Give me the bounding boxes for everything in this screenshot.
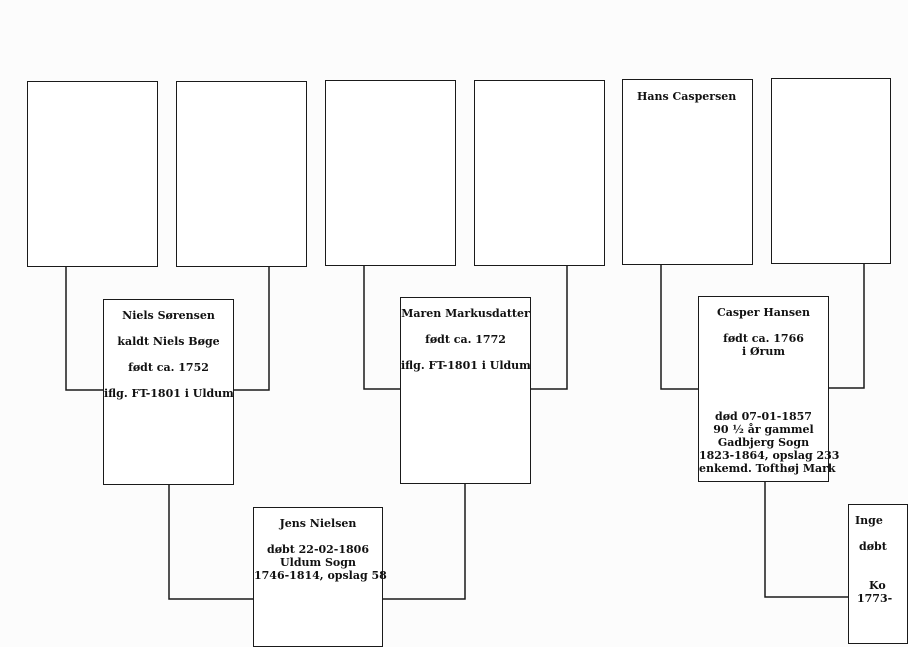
- niels-line-4: født ca. 1752: [128, 361, 209, 374]
- casper-line-1: [699, 319, 828, 332]
- maren-line-0: Maren Markusdatter: [401, 307, 530, 320]
- box-maren-markusdatter: Maren Markusdatter født ca. 1772 iflg. F…: [400, 297, 531, 484]
- box-casper-hansen: Casper Hansen født ca. 1766 i Ørum død 0…: [698, 296, 840, 482]
- casper-line-4: [699, 358, 828, 371]
- inge-line-5: Ko: [869, 579, 886, 592]
- box-gen3-2: [176, 81, 307, 267]
- maren-line-4: iflg. FT-1801 i Uldum: [401, 359, 531, 372]
- connector-maren-parents: [363, 265, 568, 390]
- box-gen3-3: [325, 80, 456, 266]
- inge-line-0: Inge: [855, 514, 883, 527]
- jens-line-3: Uldum Sogn: [280, 556, 356, 569]
- connector-niels-parents: [65, 266, 270, 391]
- casper-line-9: 90 ½ år gammel: [713, 423, 814, 436]
- niels-line-6: iflg. FT-1801 i Uldum: [104, 387, 234, 400]
- connector-jens-parents: [168, 483, 466, 600]
- inge-line-4: [855, 566, 907, 579]
- niels-line-2: kaldt Niels Bøge: [117, 335, 220, 348]
- box-jens-nielsen: Jens Nielsen døbt 22-02-1806 Uldum Sogn …: [253, 507, 387, 647]
- box-inge: Inge døbt Ko 1773-: [848, 504, 908, 644]
- hans-name: Hans Caspersen: [637, 90, 737, 103]
- maren-line-2: født ca. 1772: [425, 333, 506, 346]
- casper-line-2: født ca. 1766: [723, 332, 804, 345]
- niels-line-1: [104, 322, 233, 335]
- casper-line-5: [699, 371, 828, 384]
- jens-line-1: [254, 530, 382, 543]
- casper-line-3: i Ørum: [741, 345, 786, 358]
- niels-line-5: [104, 374, 233, 387]
- family-tree-chart: Hans Caspersen Niels Sørensen kaldt Niel…: [27, 78, 908, 647]
- box-hans-caspersen: Hans Caspersen: [622, 79, 753, 265]
- box-gen3-1: [27, 81, 158, 267]
- box-gen3-4: [474, 80, 605, 266]
- box-niels-sorensen: Niels Sørensen kaldt Niels Bøge født ca.…: [103, 299, 234, 485]
- inge-line-1: [855, 527, 907, 540]
- inge-line-2: døbt: [859, 540, 887, 553]
- connector-inge-parents: [764, 481, 848, 598]
- connector-lines: [65, 263, 865, 600]
- casper-line-0: Casper Hansen: [716, 306, 811, 319]
- maren-line-3: [401, 346, 530, 359]
- jens-line-0: Jens Nielsen: [279, 517, 357, 530]
- maren-line-1: [401, 320, 530, 333]
- niels-line-0: Niels Sørensen: [122, 309, 215, 322]
- casper-line-10: Gadbjerg Sogn: [717, 436, 810, 449]
- casper-line-12: enkemd. Tofthøj Mark: [699, 462, 836, 475]
- connector-casper-parents: [660, 263, 865, 390]
- casper-line-7: [699, 397, 828, 410]
- jens-line-4: 1746-1814, opslag 58: [254, 569, 387, 582]
- niels-line-3: [104, 348, 233, 361]
- casper-line-6: [699, 384, 828, 397]
- casper-line-11: 1823-1864, opslag 233: [699, 449, 840, 462]
- box-gen3-6: [771, 78, 891, 264]
- jens-line-2: døbt 22-02-1806: [267, 543, 369, 556]
- inge-line-6: 1773-: [857, 592, 893, 605]
- inge-line-3: [855, 553, 907, 566]
- casper-line-8: død 07-01-1857: [715, 410, 812, 423]
